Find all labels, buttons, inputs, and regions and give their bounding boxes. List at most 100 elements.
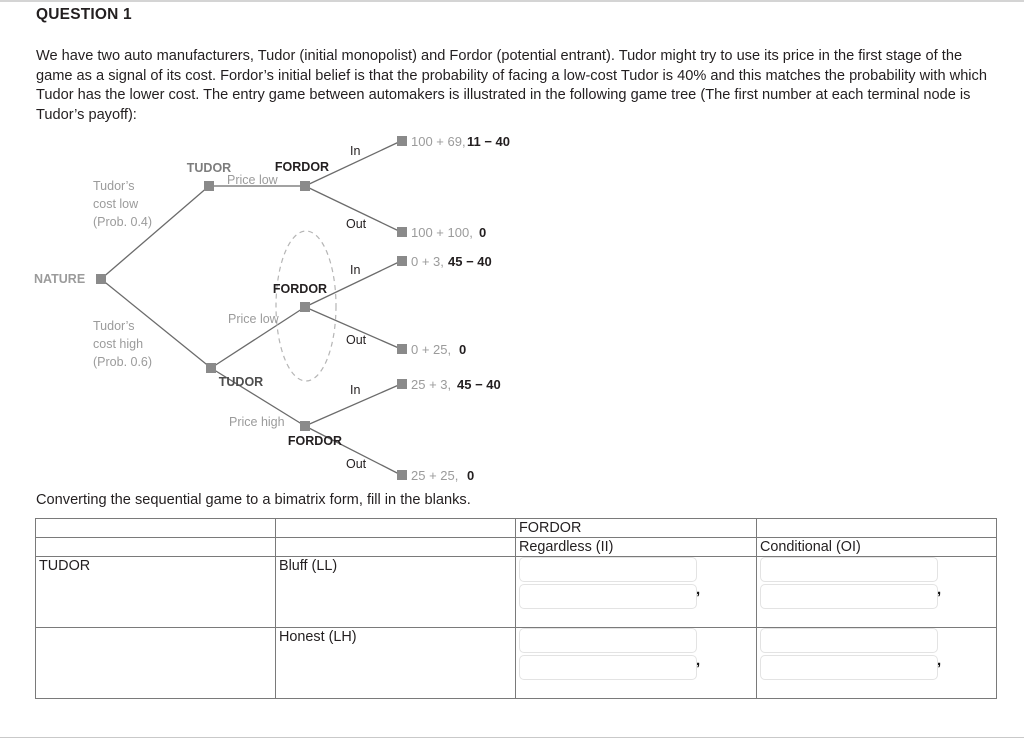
cell-fordor-strategy-2: Conditional (OI) [756, 537, 997, 557]
terminal-node-6 [397, 470, 407, 480]
cell-payoff-honest-regardless: , [515, 627, 757, 699]
payoff-labels: 100 + 69, 11 − 40 100 + 100, 0 0 + 3, 45… [411, 134, 510, 483]
game-tree-svg: NATURE TUDOR TUDOR FORDOR FORDOR FORDOR … [34, 134, 510, 483]
cell-empty-f [35, 627, 276, 699]
label-node-tudor-low: TUDOR [187, 161, 231, 175]
input-honest-conditional-fordor[interactable] [760, 655, 938, 680]
edge-fordor-mid-in [304, 260, 402, 308]
payoff-5-fordor: 45 − 40 [457, 377, 501, 392]
edge-nature-to-tudor-low [100, 185, 210, 280]
terminal-node-4 [397, 344, 407, 354]
payoff-3-tudor: 0 + 3, [411, 254, 444, 269]
cell-tudor-strategy-bluff: Bluff (LL) [275, 556, 516, 628]
input-bluff-regardless-tudor[interactable] [519, 557, 697, 582]
label-nature-low-3: (Prob. 0.4) [93, 215, 152, 229]
cell-empty-a [35, 518, 276, 538]
cell-empty-b [275, 518, 516, 538]
terminal-node-1 [397, 136, 407, 146]
game-tree-figure: NATURE TUDOR TUDOR FORDOR FORDOR FORDOR … [30, 128, 600, 493]
input-honest-conditional-tudor[interactable] [760, 628, 938, 653]
bimatrix-table: FORDOR Regardless (II) Conditional (OI) … [35, 518, 997, 699]
label-nature-low-1: Tudor’s [93, 179, 134, 193]
input-bluff-conditional-tudor[interactable] [760, 557, 938, 582]
node-fordor-bottom [300, 421, 310, 431]
convert-instruction: Converting the sequential game to a bima… [36, 492, 471, 508]
payoff-separator: , [696, 581, 701, 598]
cell-payoff-bluff-conditional: , [756, 556, 997, 628]
table-row-bluff: TUDOR Bluff (LL) , , [35, 556, 997, 628]
edge-tudor-high-price-low [210, 306, 306, 369]
cell-empty-e [275, 537, 516, 557]
input-bluff-conditional-fordor[interactable] [760, 584, 938, 609]
input-honest-regardless-tudor[interactable] [519, 628, 697, 653]
label-node-fordor-bottom: FORDOR [288, 434, 342, 448]
node-tudor-low [204, 181, 214, 191]
edge-fordor-mid-out [304, 306, 402, 350]
cell-payoff-honest-conditional: , [756, 627, 997, 699]
label-in-2: In [350, 263, 360, 277]
input-honest-regardless-fordor[interactable] [519, 655, 697, 680]
payoff-1-fordor: 11 − 40 [467, 134, 510, 149]
label-price-high: Price high [229, 415, 285, 429]
terminal-node-5 [397, 379, 407, 389]
terminal-node-3 [397, 256, 407, 266]
label-node-nature: NATURE [34, 272, 85, 286]
page-title: QUESTION 1 [36, 6, 132, 23]
table-row-honest: Honest (LH) , , [35, 627, 997, 699]
label-node-tudor-high: TUDOR [219, 375, 263, 389]
player-labels: NATURE TUDOR TUDOR FORDOR FORDOR FORDOR [34, 160, 342, 448]
payoff-6-tudor: 25 + 25, [411, 468, 458, 483]
tree-edges [100, 140, 402, 476]
cell-row-player-name: TUDOR [35, 556, 276, 628]
payoff-2-fordor: 0 [479, 225, 486, 240]
payoff-1-tudor: 100 + 69, [411, 134, 466, 149]
branch-labels: Tudor’s cost low (Prob. 0.4) Tudor’s cos… [93, 173, 285, 429]
node-tudor-high [206, 363, 216, 373]
payoff-separator: , [696, 652, 701, 669]
label-nature-low-2: cost low [93, 197, 139, 211]
payoff-separator: , [937, 581, 942, 598]
cell-payoff-bluff-regardless: , [515, 556, 757, 628]
cell-column-player-name: FORDOR [515, 518, 757, 538]
payoff-6-fordor: 0 [467, 468, 474, 483]
cell-fordor-strategy-1: Regardless (II) [515, 537, 757, 557]
edge-fordor-top-out [304, 185, 402, 233]
payoff-5-tudor: 25 + 3, [411, 377, 451, 392]
node-fordor-mid [300, 302, 310, 312]
cell-empty-d [35, 537, 276, 557]
terminal-node-2 [397, 227, 407, 237]
table-row-column-strategies: Regardless (II) Conditional (OI) [35, 537, 997, 557]
node-fordor-top [300, 181, 310, 191]
cell-empty-c [756, 518, 997, 538]
edge-fordor-bottom-out [304, 425, 402, 476]
label-out-1: Out [346, 217, 367, 231]
input-bluff-regardless-fordor[interactable] [519, 584, 697, 609]
label-node-fordor-mid: FORDOR [273, 282, 327, 296]
action-labels: In Out In Out In Out [346, 144, 367, 471]
label-node-fordor-top: FORDOR [275, 160, 329, 174]
label-nature-high-3: (Prob. 0.6) [93, 355, 152, 369]
payoff-2-tudor: 100 + 100, [411, 225, 473, 240]
node-nature [96, 274, 106, 284]
bottom-divider [0, 737, 1024, 738]
label-nature-high-1: Tudor’s [93, 319, 134, 333]
payoff-4-fordor: 0 [459, 342, 466, 357]
payoff-separator: , [937, 652, 942, 669]
fordor-information-set-ellipse [275, 230, 337, 382]
top-divider [0, 0, 1024, 2]
edge-nature-to-tudor-high [100, 278, 212, 369]
label-in-1: In [350, 144, 360, 158]
label-nature-high-2: cost high [93, 337, 143, 351]
edge-fordor-top-in [304, 140, 402, 187]
intro-paragraph: We have two auto manufacturers, Tudor (i… [36, 48, 987, 123]
payoff-4-tudor: 0 + 25, [411, 342, 451, 357]
cell-tudor-strategy-honest: Honest (LH) [275, 627, 516, 699]
edge-fordor-bottom-in [304, 383, 402, 427]
payoff-3-fordor: 45 − 40 [448, 254, 492, 269]
label-price-low-top: Price low [227, 173, 279, 187]
edge-tudor-high-price-high [210, 367, 306, 427]
label-in-3: In [350, 383, 360, 397]
label-price-low-mid: Price low [228, 312, 280, 326]
tree-nodes [96, 136, 407, 480]
label-out-2: Out [346, 333, 367, 347]
